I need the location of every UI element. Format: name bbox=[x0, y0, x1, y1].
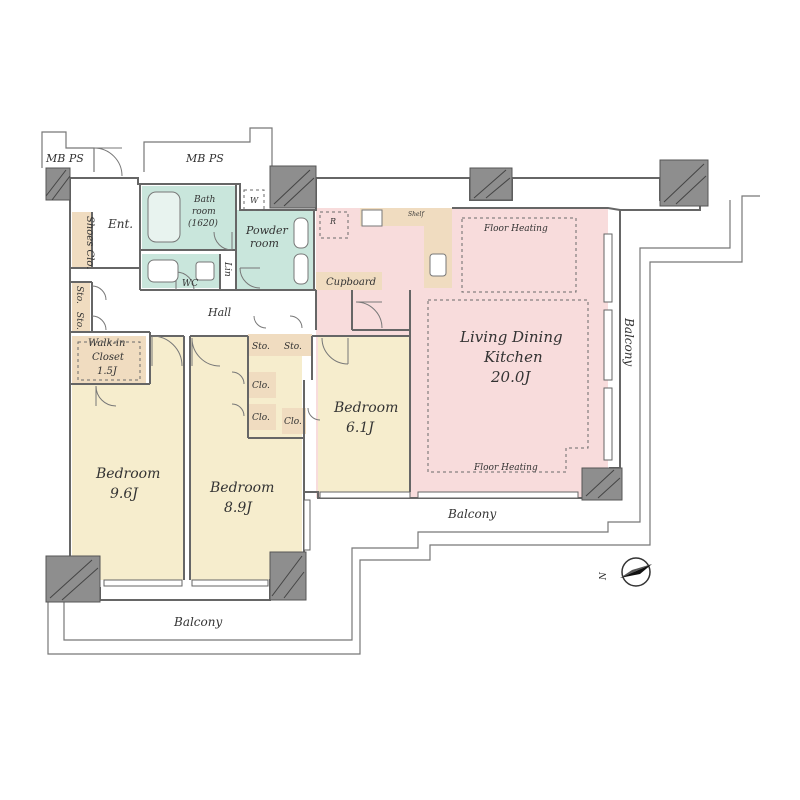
north-compass-icon bbox=[620, 557, 652, 587]
walkin-floor bbox=[72, 336, 146, 384]
bedroom-c-size: 6.1J bbox=[346, 420, 375, 436]
bedroom-b-floor bbox=[190, 336, 302, 580]
ldk-label-1: Living Dining bbox=[459, 328, 563, 346]
ldk-notch bbox=[410, 330, 418, 490]
bedroom-a-upper bbox=[150, 336, 184, 386]
bedroom-a-name: Bedroom bbox=[95, 466, 160, 482]
doors bbox=[77, 231, 383, 421]
bedroom-a-floor bbox=[72, 384, 184, 580]
ldk-label-2: Kitchen bbox=[483, 348, 543, 366]
r-label: R bbox=[329, 217, 336, 226]
sto-label-b: Sto. bbox=[74, 312, 84, 330]
column-n2 bbox=[469, 167, 513, 201]
kitchen-counter bbox=[360, 208, 452, 226]
mb-ps-left-label: MB PS bbox=[45, 152, 84, 165]
sto-label-d: Sto. bbox=[284, 342, 302, 352]
column-nw bbox=[45, 167, 71, 201]
sto-d-floor bbox=[276, 334, 312, 356]
shoes-clo-label: Shoes Clo. bbox=[84, 216, 95, 269]
mb-ps-area bbox=[41, 127, 273, 177]
floor-heating-bottom-label: Floor Heating bbox=[473, 463, 538, 473]
fixtures bbox=[147, 189, 589, 473]
clo-label-c: Clo. bbox=[284, 417, 302, 427]
bedroom-c-floor bbox=[318, 336, 410, 492]
bath-room-label-2: room bbox=[192, 207, 216, 217]
sto-a-floor bbox=[72, 282, 90, 308]
bedroom-b-name: Bedroom bbox=[209, 480, 274, 496]
clo-c-floor bbox=[282, 408, 306, 434]
bath-room-label-1: Bath bbox=[193, 195, 215, 205]
column-ne bbox=[659, 159, 709, 207]
entrance-label: Ent. bbox=[107, 217, 133, 231]
cupboard-label: Cupboard bbox=[326, 277, 376, 288]
walkin-closet-label-3: 1.5J bbox=[97, 366, 118, 377]
balcony-outline bbox=[47, 195, 760, 655]
wc-label: WC bbox=[182, 279, 198, 289]
clo-b-floor bbox=[248, 404, 276, 430]
clo-label-b: Clo. bbox=[252, 413, 270, 423]
powder-room-label-1: Powder bbox=[245, 224, 289, 237]
balcony-right-label: Balcony bbox=[622, 317, 636, 366]
bedroom-a-size: 9.6J bbox=[110, 486, 139, 502]
w-label: W bbox=[250, 196, 259, 205]
shelf-label: Shelf bbox=[408, 211, 425, 218]
walkin-closet-label-2: Closet bbox=[92, 352, 125, 363]
bedroom-c-name: Bedroom bbox=[333, 400, 398, 416]
windows bbox=[103, 233, 613, 587]
sto-label-a: Sto. bbox=[74, 286, 84, 304]
sto-c-floor bbox=[248, 334, 276, 356]
north-label: N bbox=[599, 571, 609, 581]
column-sw bbox=[45, 555, 101, 603]
sto-b-floor bbox=[72, 308, 90, 332]
clo-label-a: Clo. bbox=[252, 381, 270, 391]
column-n1 bbox=[269, 165, 317, 209]
clo-a-floor bbox=[248, 372, 276, 398]
balcony-middle-label: Balcony bbox=[447, 507, 496, 521]
column-s bbox=[269, 551, 307, 601]
column-se bbox=[581, 467, 623, 501]
floor-heating-top-label: Floor Heating bbox=[483, 224, 548, 234]
hall-label: Hall bbox=[207, 306, 232, 319]
sto-label-c: Sto. bbox=[252, 342, 270, 352]
bedroom-b-size: 8.9J bbox=[224, 500, 253, 516]
ldk-label-3: 20.0J bbox=[490, 368, 531, 386]
lin-label: Lin bbox=[222, 261, 232, 277]
mb-ps-top-label: MB PS bbox=[185, 152, 224, 165]
powder-room-label-2: room bbox=[250, 237, 279, 250]
shoes-clo-floor bbox=[72, 212, 92, 268]
walkin-closet-label-1: Walk-in bbox=[88, 338, 125, 349]
cupboard-floor bbox=[316, 272, 382, 290]
bath-room-label-3: (1620) bbox=[188, 218, 218, 229]
balcony-bottom-label: Balcony bbox=[173, 615, 222, 629]
